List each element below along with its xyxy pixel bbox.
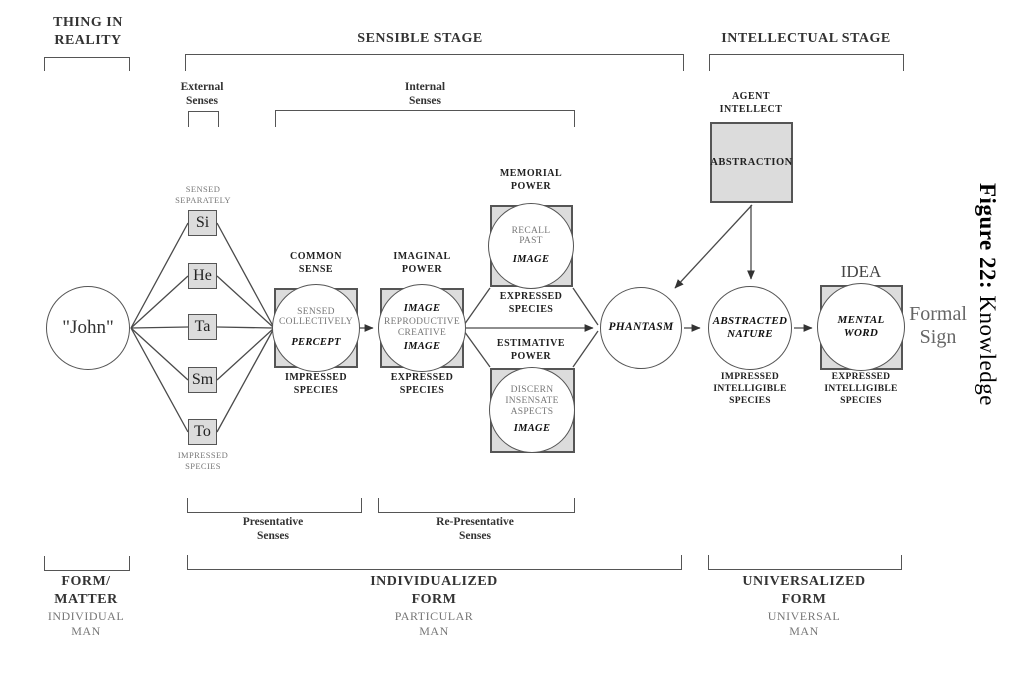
mental-word-label: MENTAL WORD — [837, 314, 885, 339]
universalized-form-label: UNIVERSALIZED FORM — [742, 574, 866, 607]
thing-in-reality-bracket — [44, 57, 130, 71]
sense-box-taste-label: Ta — [194, 318, 211, 335]
abstraction-label: ABSTRACTION — [710, 157, 793, 168]
intellectual-stage-bracket — [709, 54, 904, 71]
common-sense-body: SENSED COLLECTIVELY — [279, 306, 353, 328]
memorial-power-circle: RECALL PAST IMAGE — [488, 203, 574, 289]
universal-man-label: UNIVERSAL MAN — [767, 609, 841, 638]
figure-caption: Figure 22: Knowledge — [974, 183, 1000, 406]
imaginal-species-label: EXPRESSED SPECIES — [390, 372, 454, 396]
abstracted-nature-circle: ABSTRACTED NATURE — [708, 286, 792, 370]
imaginal-body: REPRODUCTIVE CREATIVE — [384, 317, 460, 338]
common-sense-species-label: IMPRESSED SPECIES — [285, 372, 347, 396]
phantasm-label: PHANTASM — [608, 321, 674, 334]
imaginal-image-top: IMAGE — [403, 303, 441, 315]
individualized-form-bracket — [187, 555, 682, 570]
expressed-intelligible-species-label: EXPRESSED INTELLIGIBLE SPECIES — [824, 372, 898, 406]
sense-box-smell-label: Sm — [191, 371, 214, 388]
individualized-form-label: INDIVIDUALIZED FORM — [370, 574, 498, 607]
sense-box-touch-label: To — [194, 423, 211, 440]
estimative-body: DISCERN INSENSATE ASPECTS — [505, 385, 559, 417]
re-presentative-senses-label: Re-Presentative Senses — [436, 516, 514, 543]
memorial-species-label: EXPRESSED SPECIES — [499, 291, 563, 315]
sensible-stage-label: SENSIBLE STAGE — [357, 31, 483, 46]
internal-senses-label: Internal Senses — [404, 81, 446, 108]
universalized-form-bracket — [708, 555, 902, 570]
idea-label: IDEA — [840, 262, 882, 281]
memorial-power-title: MEMORIAL POWER — [499, 168, 563, 192]
imaginal-power-title: IMAGINAL POWER — [393, 251, 451, 275]
impressed-intelligible-species-label: IMPRESSED INTELLIGIBLE SPECIES — [713, 372, 787, 406]
sense-box-sight: Si — [188, 210, 217, 236]
internal-senses-bracket — [275, 110, 575, 127]
external-senses-label: External Senses — [180, 81, 224, 108]
presentative-senses-label: Presentative Senses — [242, 516, 304, 543]
figure-caption-title: Knowledge — [975, 289, 1000, 406]
re-presentative-senses-bracket — [378, 498, 575, 513]
mental-word-circle: MENTAL WORD — [817, 283, 905, 371]
memorial-body: RECALL PAST — [511, 225, 551, 247]
john-label: "John" — [62, 317, 114, 338]
presentative-senses-bracket — [187, 498, 362, 513]
phantasm-circle: PHANTASM — [600, 287, 682, 369]
abstracted-nature-label: ABSTRACTED NATURE — [712, 315, 788, 340]
thing-in-reality-label: THING IN REALITY — [53, 15, 123, 48]
sense-box-sight-label: Si — [195, 214, 210, 231]
sense-box-taste: Ta — [188, 314, 217, 340]
sense-box-hearing: He — [188, 263, 217, 289]
formal-sign-label: Formal Sign — [909, 303, 967, 348]
sense-box-hearing-label: He — [193, 267, 212, 284]
estimative-power-circle: DISCERN INSENSATE ASPECTS IMAGE — [489, 367, 575, 453]
john-circle: "John" — [46, 286, 130, 370]
imaginal-power-circle: IMAGE REPRODUCTIVE CREATIVE IMAGE — [378, 284, 466, 372]
memorial-image: IMAGE — [512, 254, 550, 266]
individual-man-label: INDIVIDUAL MAN — [47, 609, 125, 638]
sensed-separately-label: SENSED SEPARATELY — [175, 184, 231, 205]
intellectual-stage-label: INTELLECTUAL STAGE — [721, 31, 891, 46]
abstraction-box: ABSTRACTION — [710, 122, 793, 203]
agent-intellect-title: AGENT INTELLECT — [719, 91, 783, 115]
particular-man-label: PARTICULAR MAN — [394, 609, 474, 638]
imaginal-image-bottom: IMAGE — [403, 340, 441, 352]
external-senses-bracket — [188, 111, 219, 127]
sensible-stage-bracket — [185, 54, 684, 71]
common-sense-circle: SENSED COLLECTIVELY PERCEPT — [272, 284, 360, 372]
figure-caption-number: Figure 22: — [975, 183, 1000, 290]
common-sense-title: COMMON SENSE — [290, 251, 342, 275]
form-matter-bracket — [44, 556, 130, 571]
sense-box-touch: To — [188, 419, 217, 445]
sense-box-smell: Sm — [188, 367, 217, 393]
estimative-power-title: ESTIMATIVE POWER — [496, 338, 566, 362]
common-sense-percept: PERCEPT — [291, 337, 341, 349]
estimative-image: IMAGE — [513, 422, 551, 434]
form-matter-label: FORM/ MATTER — [54, 574, 118, 607]
impressed-species-external-label: IMPRESSED SPECIES — [177, 450, 229, 471]
